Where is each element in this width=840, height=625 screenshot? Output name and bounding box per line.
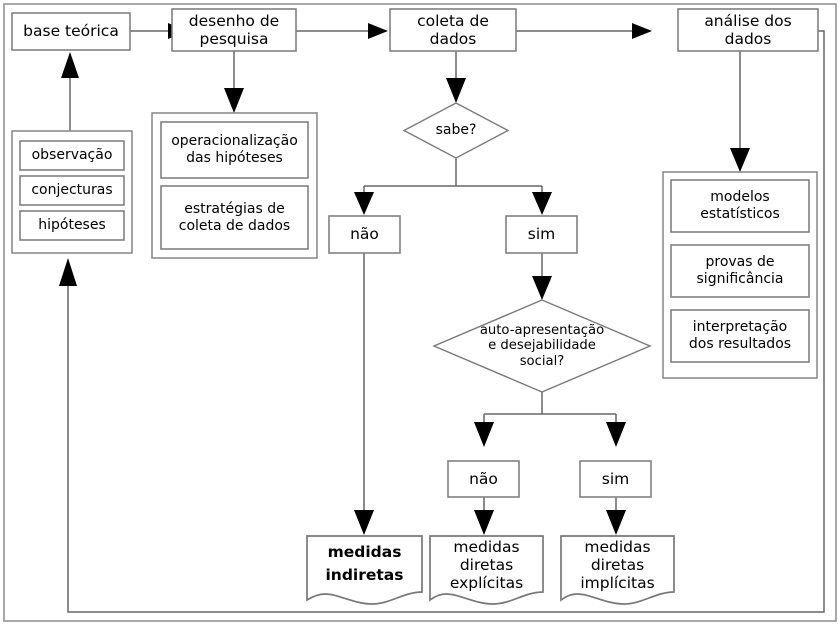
node-doc-medidas-diretas-explicitas[interactable] [429,535,544,605]
node-box-coleta-dados[interactable] [389,8,517,52]
decision-diamond-auto-apresentacao[interactable] [432,299,652,393]
node-doc-medidas-diretas-implicitas[interactable] [560,535,675,605]
node-box-conjecturas[interactable] [19,175,125,206]
node-box-desenho-pesquisa[interactable] [171,8,297,52]
arrowhead-nao2-to-explicitas [474,510,494,535]
arrowhead-feedback-to-observacao [59,258,77,286]
node-box-base-teorica[interactable] [11,12,131,51]
arrowhead-auto-to-sim2 [606,422,626,447]
arrowhead-sabe-to-nao [354,192,374,215]
node-box-sim-1[interactable] [505,215,578,254]
node-box-provas[interactable] [670,244,810,298]
node-box-hipoteses[interactable] [19,210,125,241]
arrowhead-analise-to-modelos [730,148,750,172]
node-box-nao-2[interactable] [447,460,520,498]
arrowhead-auto-to-nao2 [474,422,494,447]
node-box-estrategias[interactable] [160,185,309,250]
outer-frame [3,3,837,622]
node-box-analise-dados[interactable] [677,8,819,52]
node-box-operacionalizacao[interactable] [160,121,309,179]
node-box-interpretacao[interactable] [670,309,810,363]
node-box-sim-2[interactable] [579,460,652,498]
node-box-nao-1[interactable] [328,215,401,254]
connector-feedback-loop [67,30,825,613]
connector-auto-split [483,392,617,424]
node-doc-medidas-indiretas[interactable] [306,535,423,605]
arrowhead-observacao-to-base [61,52,79,78]
arrowhead-desenho-to-coleta [368,23,388,39]
arrowhead-sabe-to-sim [532,192,552,215]
node-box-observacao[interactable] [19,140,125,171]
node-box-modelos[interactable] [670,179,810,233]
arrowhead-sim1-to-auto [532,276,552,300]
connector-sabe-split [363,158,543,196]
arrowhead-coleta-to-sabe [446,78,466,103]
arrowhead-sim2-to-implicitas [606,510,626,535]
arrowhead-desenho-to-operacionalizacao [224,88,244,113]
decision-diamond-sabe[interactable] [402,102,510,159]
arrowhead-coleta-to-analise [632,23,652,39]
arrowhead-nao1-to-medidas-indiretas [354,510,374,535]
